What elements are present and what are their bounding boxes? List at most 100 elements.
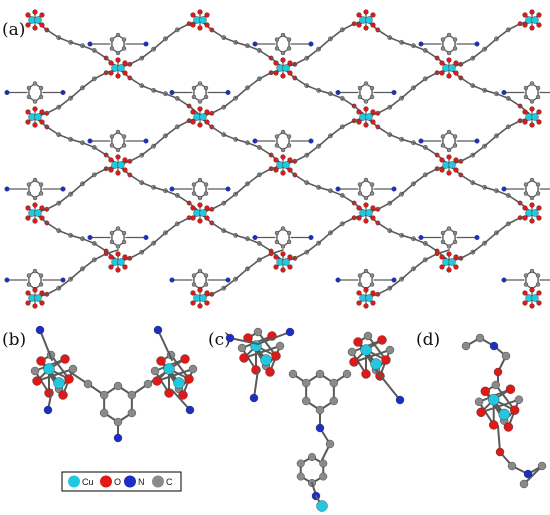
carbon-atom [385, 345, 395, 355]
panel-d-structure [461, 333, 547, 489]
paddlewheel-node [439, 251, 459, 273]
ring-atom [121, 134, 127, 139]
bond [367, 335, 387, 361]
copper-atom [199, 209, 207, 217]
oxygen-atom [39, 119, 45, 125]
oxygen-atom [32, 25, 38, 31]
bond [246, 259, 261, 270]
ring-atom [446, 50, 452, 56]
oxygen-atom [271, 351, 281, 361]
oxygen-atom [25, 119, 31, 125]
ring-atom [26, 182, 32, 187]
copper-atom [488, 394, 500, 406]
oxygen-atom [480, 386, 490, 396]
ring-atom [440, 230, 446, 236]
ring-atom [523, 282, 529, 287]
panel-label-d: (d) [416, 330, 440, 350]
oxygen-atom [58, 390, 68, 400]
copper-atom [365, 209, 373, 217]
oxygen-atom [32, 303, 38, 309]
nitrogen-atom [87, 234, 93, 240]
oxygen-atom [287, 157, 293, 163]
ring-atom [191, 273, 197, 278]
carbon-atom [329, 378, 339, 388]
copper-atom [163, 363, 175, 375]
chain-atom [461, 341, 471, 351]
bond [81, 259, 96, 270]
oxygen-atom [273, 264, 279, 270]
copper-atom [34, 294, 42, 302]
carbon-atom [319, 459, 328, 468]
oxygen-atom [439, 60, 445, 66]
oxygen-atom [529, 25, 535, 31]
copper-atom [260, 354, 272, 366]
ring-atom [115, 147, 121, 153]
bond [257, 331, 277, 357]
ring-atom [523, 273, 529, 278]
bond [388, 193, 403, 204]
copper-atom [34, 209, 42, 217]
ring-atom [523, 85, 529, 91]
ring-atom [203, 182, 209, 187]
nitrogen-atom [87, 138, 93, 144]
nitrogen-atom [87, 41, 93, 47]
oxygen-atom [190, 215, 196, 221]
bond [317, 135, 332, 147]
ring-atom [440, 143, 446, 148]
oxygen-atom [476, 407, 486, 417]
carbon-atom [30, 366, 40, 376]
nitrogen-atom [474, 41, 480, 47]
bond [222, 278, 237, 289]
ring-atom [286, 239, 292, 245]
oxygen-atom [356, 22, 362, 28]
oxygen-atom [197, 106, 203, 112]
chain-atom [501, 351, 511, 361]
carbon-atom [113, 381, 123, 391]
oxygen-atom [370, 119, 376, 125]
ring-atom [32, 99, 38, 104]
bond [305, 145, 320, 156]
carbon-atom [296, 472, 305, 481]
oxygen-atom [190, 22, 196, 28]
ring-atom [109, 134, 115, 139]
ring-atom [446, 244, 452, 249]
bond [152, 135, 167, 147]
bond [375, 369, 401, 401]
ring-atom [529, 81, 535, 86]
ring-atom [121, 143, 127, 148]
copper-atom [448, 161, 456, 169]
bond [234, 268, 249, 280]
oxygen-atom [453, 157, 459, 163]
nitrogen-atom [335, 186, 341, 192]
oxygen-atom [39, 109, 45, 115]
paddlewheel-node [439, 57, 459, 79]
oxygen-atom [453, 254, 459, 260]
bond [234, 87, 249, 99]
ring-atom [357, 85, 363, 91]
ring-atom [197, 195, 203, 201]
bond [480, 398, 520, 414]
bond [412, 259, 427, 270]
oxygen-atom [356, 119, 362, 125]
oxygen-atom [381, 355, 391, 365]
carbon-atom [99, 408, 109, 418]
bond [329, 29, 344, 40]
oxygen-atom [280, 251, 286, 257]
ring-atom [535, 282, 541, 287]
carbon-atom [319, 472, 328, 481]
oxygen-atom [522, 109, 528, 115]
bond [257, 331, 291, 345]
ring-atom [286, 230, 292, 236]
oxygen-atom [64, 374, 74, 384]
bond [400, 268, 415, 280]
legend-text-c: C [166, 477, 173, 487]
ring-atom [529, 177, 535, 183]
ring-atom [38, 191, 44, 196]
ring-atom [115, 226, 121, 231]
oxygen-atom [32, 106, 38, 112]
nitrogen-atom [308, 138, 314, 144]
nitrogen-atom [60, 186, 66, 192]
ring-atom [523, 182, 529, 187]
copper-atom [199, 294, 207, 302]
ring-atom [440, 37, 446, 42]
